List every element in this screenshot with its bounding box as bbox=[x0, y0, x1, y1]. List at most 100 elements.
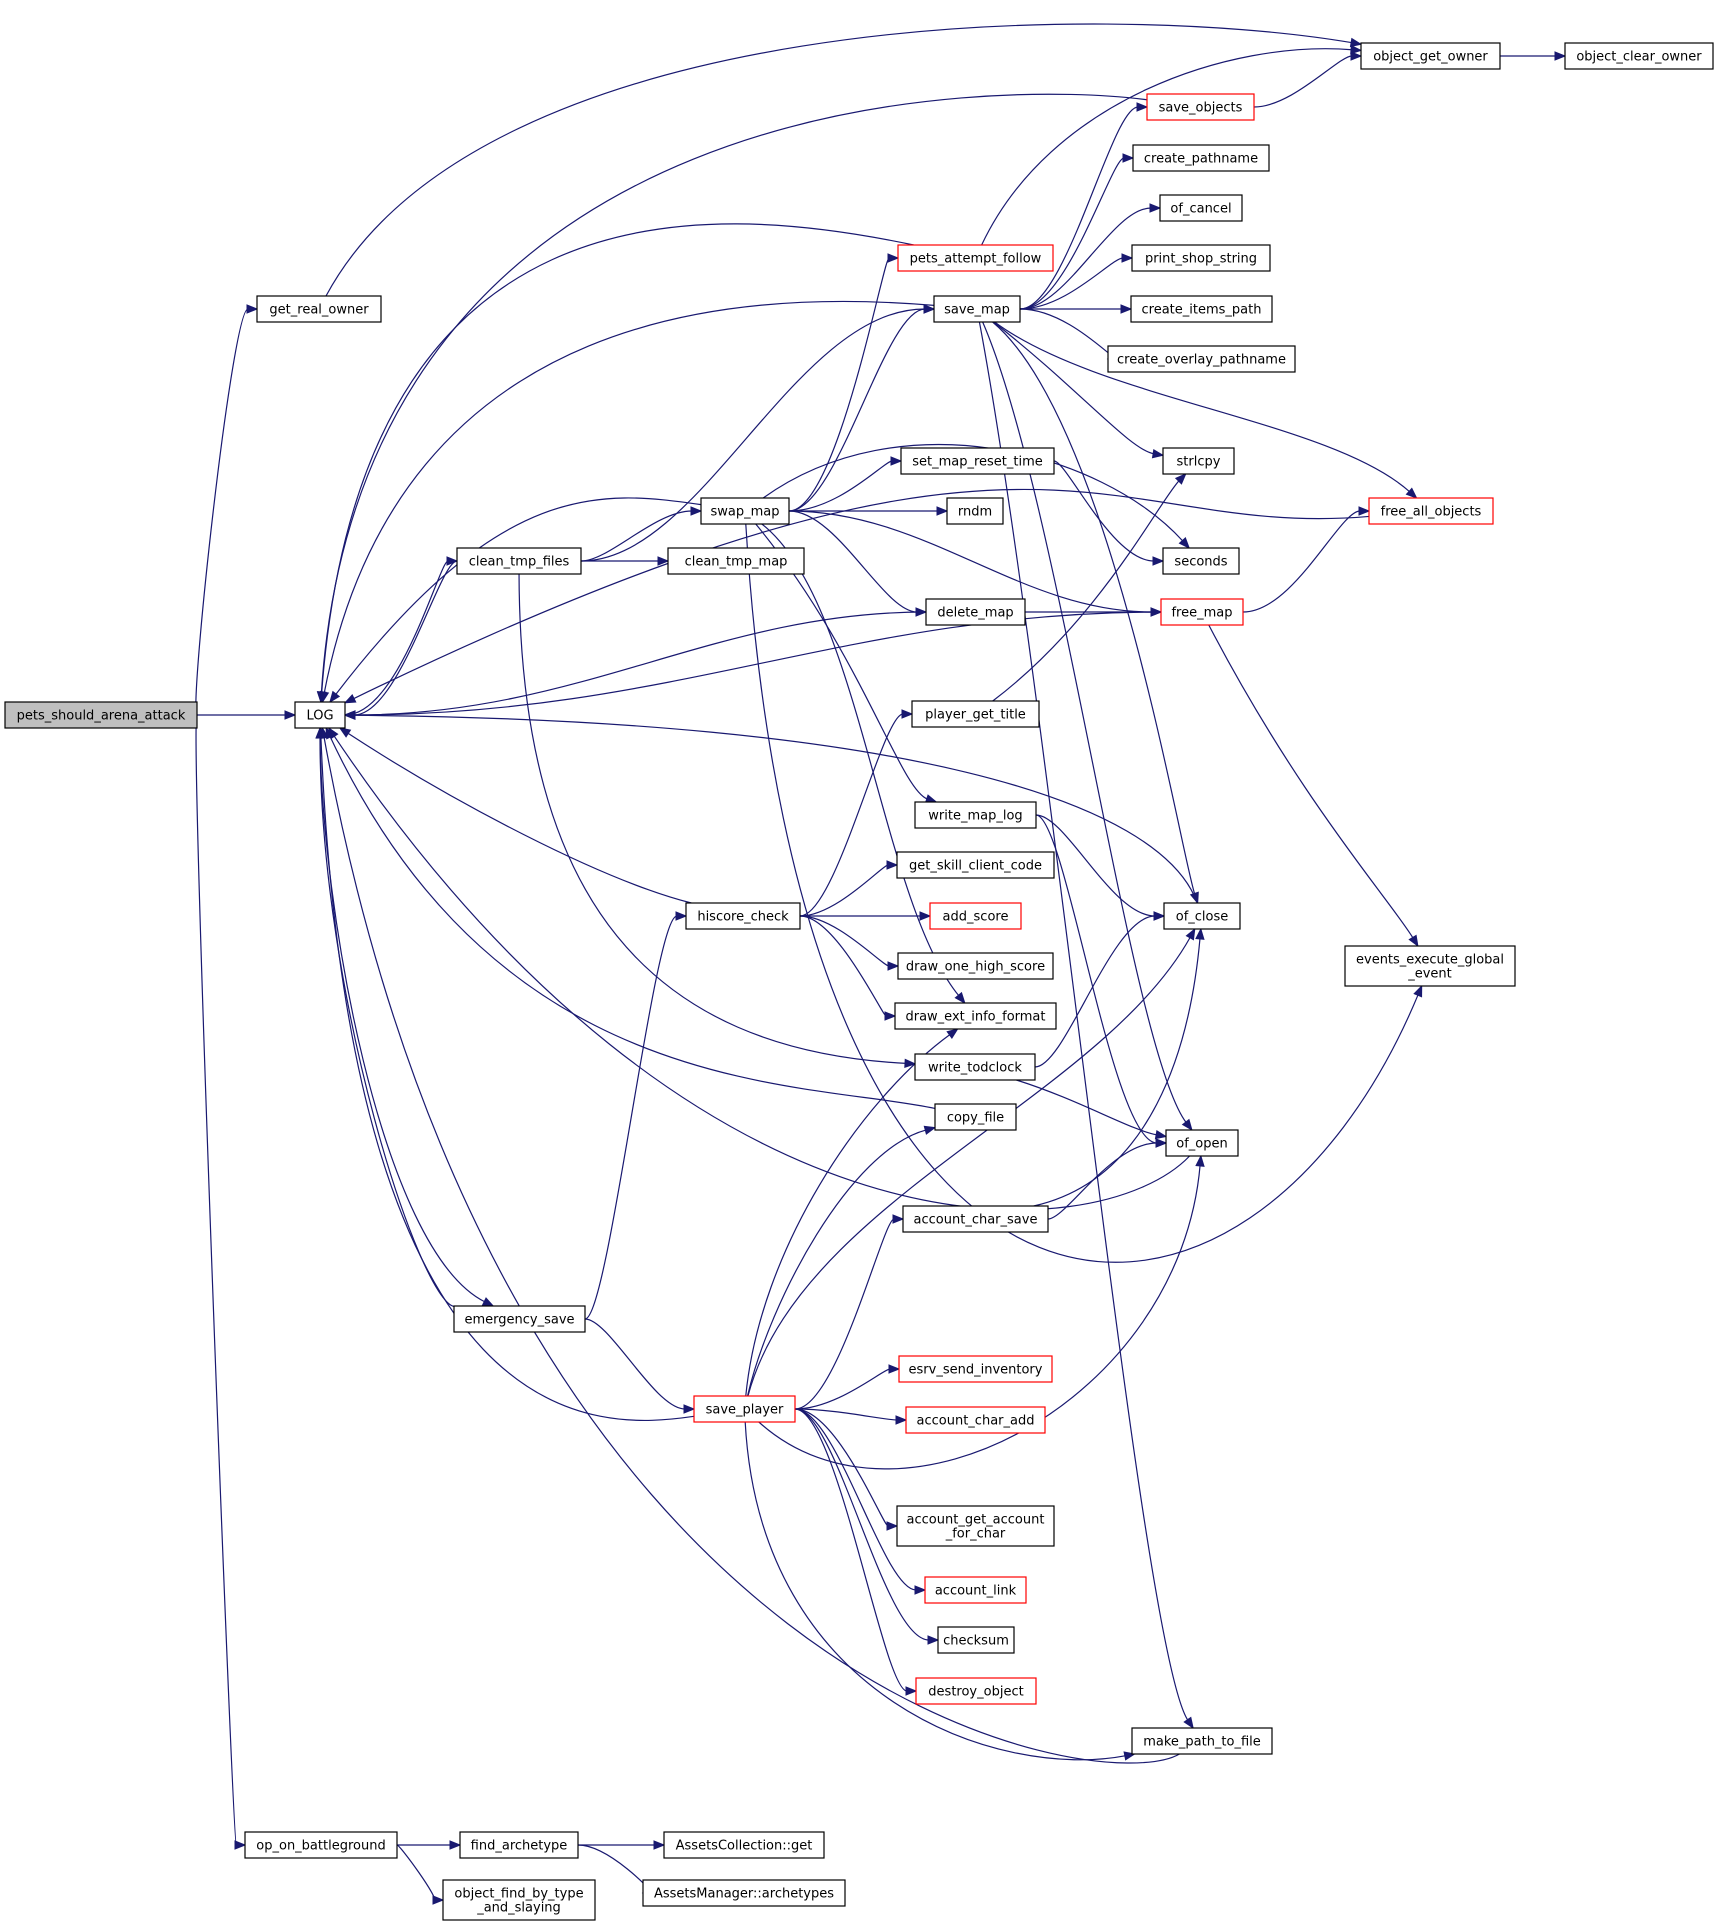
node-of-open[interactable]: of_open bbox=[1165, 1129, 1239, 1157]
node-object-get-owner[interactable]: object_get_owner bbox=[1360, 42, 1501, 70]
node-pets-attempt-follow[interactable]: pets_attempt_follow bbox=[897, 244, 1054, 272]
node-label: find_archetype bbox=[471, 1839, 568, 1854]
edge-pets_should_arena_attack-to-get_real_owner bbox=[195, 304, 259, 716]
node-events-execute-global-event[interactable]: events_execute_global_event bbox=[1344, 945, 1516, 987]
node-pets-should-arena-attack[interactable]: pets_should_arena_attack bbox=[4, 701, 198, 729]
node-checksum[interactable]: checksum bbox=[937, 1626, 1015, 1654]
node-print-shop-string[interactable]: print_shop_string bbox=[1131, 244, 1271, 272]
edge-hiscore_check-to-LOG bbox=[338, 727, 692, 904]
node-create-pathname[interactable]: create_pathname bbox=[1132, 144, 1270, 172]
edge-hiscore_check-to-draw_ext_info_format bbox=[799, 915, 897, 1021]
node-account-get-account-for-char[interactable]: account_get_account_for_char bbox=[896, 1505, 1055, 1547]
node-delete-map[interactable]: delete_map bbox=[925, 598, 1026, 626]
edge-save_map-to-LOG bbox=[319, 300, 935, 704]
node-set-map-reset-time[interactable]: set_map_reset_time bbox=[900, 447, 1055, 475]
edge-hiscore_check-to-get_skill_client_code bbox=[799, 860, 899, 917]
edge-swap_map-to-delete_map bbox=[788, 510, 928, 617]
node-label: set_map_reset_time bbox=[912, 455, 1043, 470]
node-label: emergency_save bbox=[464, 1313, 574, 1328]
node-write-map-log[interactable]: write_map_log bbox=[914, 801, 1037, 829]
edge-save_player-to-account_char_add bbox=[794, 1408, 908, 1425]
node-log[interactable]: LOG bbox=[294, 701, 346, 729]
node-save-map[interactable]: save_map bbox=[933, 295, 1021, 323]
node-seconds[interactable]: seconds bbox=[1162, 547, 1240, 575]
node-object-find-by-type-and-slaying[interactable]: object_find_by_type_and_slaying bbox=[442, 1879, 596, 1921]
node-emergency-save[interactable]: emergency_save bbox=[453, 1305, 586, 1333]
edge-find_archetype-to-AssetsCollection_get bbox=[577, 1840, 666, 1850]
node-free-all-objects[interactable]: free_all_objects bbox=[1368, 497, 1494, 525]
node-free-map[interactable]: free_map bbox=[1160, 598, 1244, 626]
node-create-items-path[interactable]: create_items_path bbox=[1130, 295, 1273, 323]
node-swap-map[interactable]: swap_map bbox=[700, 497, 790, 525]
node-assetsmanager-archetypes[interactable]: AssetsManager::archetypes bbox=[642, 1879, 846, 1907]
node-layer: pets_should_arena_attack LOG get_real_owne… bbox=[4, 42, 1714, 1921]
node-draw-one-high-score[interactable]: draw_one_high_score bbox=[897, 952, 1054, 980]
edge-hiscore_check-to-draw_one_high_score bbox=[799, 915, 900, 971]
node-create-overlay-pathname[interactable]: create_overlay_pathname bbox=[1107, 345, 1296, 373]
edge-clean_tmp_files-to-swap_map bbox=[580, 506, 703, 562]
node-draw-ext-info-format[interactable]: draw_ext_info_format bbox=[894, 1002, 1057, 1030]
node-save-objects[interactable]: save_objects bbox=[1146, 93, 1255, 121]
node-label: op_on_battleground bbox=[256, 1839, 385, 1854]
node-assetscollection-get[interactable]: AssetsCollection::get bbox=[663, 1831, 825, 1859]
node-hiscore-check[interactable]: hiscore_check bbox=[685, 902, 801, 930]
edge-swap_map-to-LOG bbox=[329, 497, 702, 704]
node-label: hiscore_check bbox=[697, 910, 789, 925]
node-save-player[interactable]: save_player bbox=[693, 1395, 796, 1423]
node-destroy-object[interactable]: destroy_object bbox=[915, 1677, 1037, 1705]
edge-emergency_save-to-LOG bbox=[315, 726, 455, 1308]
edge-write_todclock-to-of_open bbox=[1016, 1079, 1168, 1140]
node-of-cancel[interactable]: of_cancel bbox=[1159, 194, 1243, 222]
node-strlcpy[interactable]: strlcpy bbox=[1162, 447, 1235, 475]
edge-delete_map-to-LOG bbox=[343, 611, 927, 720]
node-op-on-battleground[interactable]: op_on_battleground bbox=[244, 1831, 398, 1859]
node-label: rndm bbox=[958, 505, 992, 520]
edge-swap_map-to-draw_ext_info_format bbox=[761, 523, 966, 1005]
edge-free_map-to-events_execute_global_event bbox=[1208, 624, 1419, 948]
node-write-todclock[interactable]: write_todclock bbox=[914, 1053, 1036, 1081]
node-player-get-title[interactable]: player_get_title bbox=[911, 700, 1040, 728]
edge-pets_should_arena_attack-to-op_on_battleground bbox=[195, 714, 247, 1850]
edge-save_player-to-account_link bbox=[794, 1408, 927, 1595]
edge-object_get_owner-to-object_clear_owner bbox=[1500, 51, 1567, 61]
edge-make_path_to_file-to-LOG bbox=[319, 726, 1180, 1764]
node-of-close[interactable]: of_close bbox=[1163, 902, 1241, 930]
edge-swap_map-to-set_map_reset_time bbox=[788, 456, 903, 512]
node-label: strlcpy bbox=[1177, 455, 1221, 470]
edge-swap_map-to-pets_attempt_follow bbox=[788, 253, 900, 512]
edge-save_map-to-make_path_to_file bbox=[978, 321, 1194, 1730]
node-account-char-add[interactable]: account_char_add bbox=[905, 1406, 1046, 1434]
node-make-path-to-file[interactable]: make_path_to_file bbox=[1131, 1727, 1273, 1755]
node-account-char-save[interactable]: account_char_save bbox=[902, 1205, 1049, 1233]
node-label: object_clear_owner bbox=[1576, 50, 1702, 65]
node-label: clean_tmp_map bbox=[685, 555, 788, 570]
node-label: write_map_log bbox=[928, 809, 1022, 824]
node-clean-tmp-files[interactable]: clean_tmp_files bbox=[456, 547, 582, 575]
node-add-score[interactable]: add_score bbox=[929, 902, 1022, 930]
node-get-skill-client-code[interactable]: get_skill_client_code bbox=[896, 851, 1055, 879]
node-label: copy_file bbox=[947, 1111, 1004, 1126]
node-object-clear-owner[interactable]: object_clear_owner bbox=[1564, 42, 1714, 70]
edge-pets_attempt_follow-to-object_get_owner bbox=[981, 44, 1363, 246]
node-label: object_find_by_type_and_slaying bbox=[454, 1887, 583, 1916]
node-account-link[interactable]: account_link bbox=[924, 1576, 1027, 1604]
node-label: get_skill_client_code bbox=[909, 859, 1042, 874]
node-find-archetype[interactable]: find_archetype bbox=[459, 1831, 579, 1859]
edge-account_char_save-to-of_close bbox=[1033, 927, 1205, 1207]
node-rndm[interactable]: rndm bbox=[946, 497, 1004, 525]
edge-set_map_reset_time-to-seconds bbox=[1053, 460, 1165, 566]
edge-save_map-to-of_cancel bbox=[1019, 203, 1162, 310]
node-label: of_cancel bbox=[1170, 202, 1231, 217]
node-label: save_map bbox=[944, 303, 1010, 318]
node-clean-tmp-map[interactable]: clean_tmp_map bbox=[667, 547, 805, 575]
node-label: free_map bbox=[1171, 606, 1232, 621]
edge-save_player-to-copy_file bbox=[746, 1125, 937, 1397]
edge-save_player-to-account_char_save bbox=[794, 1214, 905, 1410]
node-get-real-owner[interactable]: get_real_owner bbox=[256, 295, 382, 323]
node-label: account_get_account_for_char bbox=[907, 1513, 1045, 1542]
node-esrv-send-inventory[interactable]: esrv_send_inventory bbox=[898, 1355, 1053, 1383]
node-label: create_pathname bbox=[1144, 152, 1258, 167]
node-label: swap_map bbox=[710, 505, 779, 520]
node-copy-file[interactable]: copy_file bbox=[934, 1103, 1017, 1131]
node-label: create_items_path bbox=[1142, 303, 1262, 318]
